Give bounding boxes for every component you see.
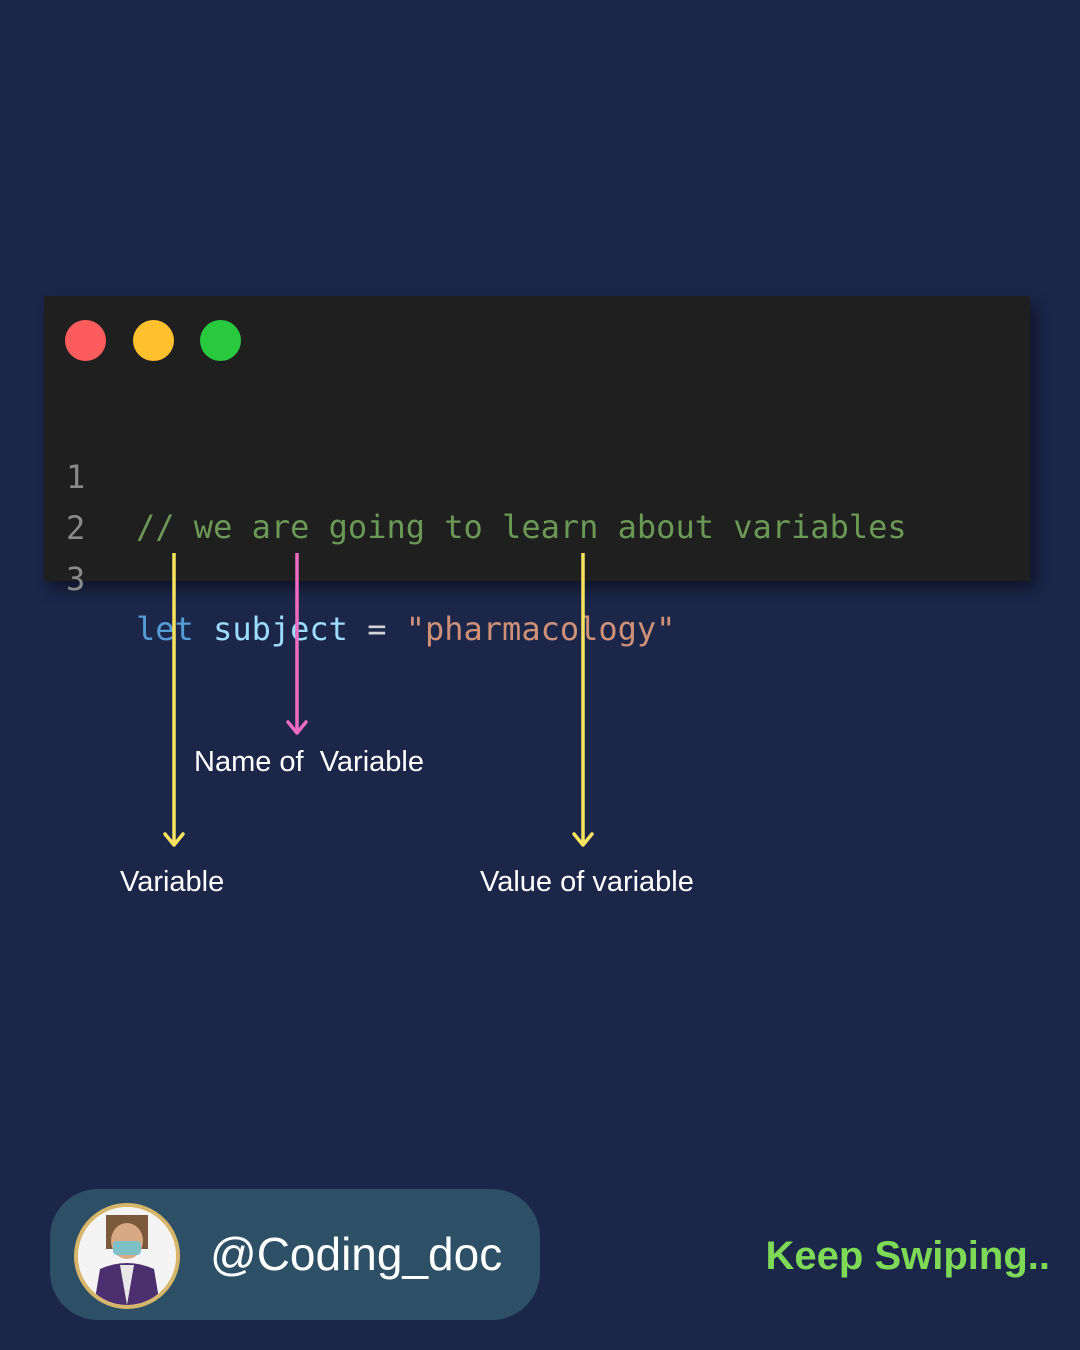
variable-label: Variable <box>120 866 225 898</box>
maximize-window-icon[interactable] <box>200 320 241 361</box>
code-editor-window: 1 // we are going to learn about variabl… <box>44 296 1030 648</box>
line-number: 3 <box>66 560 86 598</box>
line-number: 1 <box>66 458 86 496</box>
profile-badge[interactable]: @Coding_doc <box>50 1189 540 1320</box>
string-literal: "pharmacology" <box>405 610 676 648</box>
code-statement: let subject = "pharmacology" <box>136 604 675 654</box>
code-line-1: 1 // we are going to learn about variabl… <box>44 402 907 546</box>
value-arrow-icon <box>572 553 594 847</box>
minimize-window-icon[interactable] <box>133 320 174 361</box>
profile-handle[interactable]: @Coding_doc <box>210 1228 503 1280</box>
keyword-arrow-icon <box>163 553 185 847</box>
line-number: 2 <box>66 509 86 547</box>
let-keyword: let <box>136 610 194 648</box>
name-of-variable-label: Name of Variable <box>194 746 424 778</box>
name-arrow-icon <box>286 553 308 735</box>
assignment-operator: = <box>367 610 387 648</box>
value-of-variable-label: Value of variable <box>480 866 694 898</box>
avatar <box>74 1203 180 1309</box>
keep-swiping-label: Keep Swiping.. <box>765 1234 1050 1278</box>
code-line-2: 2 <box>44 453 121 547</box>
variable-identifier: subject <box>213 610 348 648</box>
name-arrow-head <box>286 720 308 735</box>
code-comment: // we are going to learn about variables <box>136 508 907 546</box>
keyword-arrow-head <box>163 832 185 847</box>
code-line-3: 3 let subject = "pharmacology" <box>44 504 675 648</box>
close-window-icon[interactable] <box>65 320 106 361</box>
person-avatar-icon <box>78 1207 176 1305</box>
value-arrow-head <box>572 832 594 847</box>
